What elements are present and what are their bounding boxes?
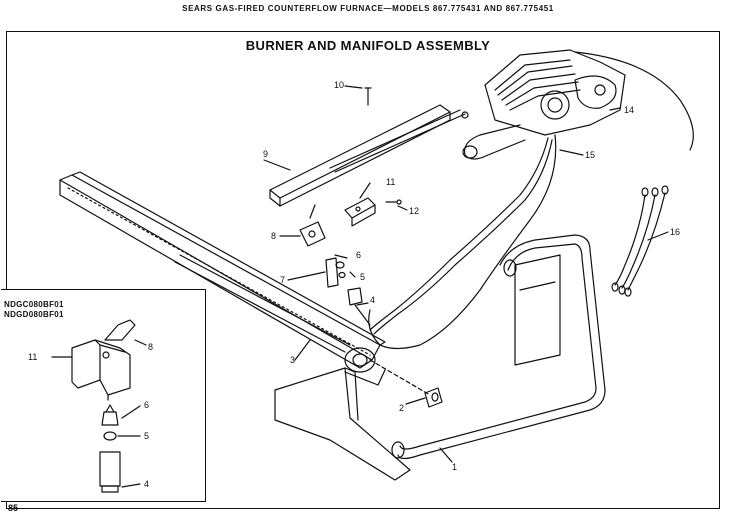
callout-12: 12	[409, 206, 419, 216]
diagram-frame	[6, 31, 720, 509]
inset-model-2: NDGD080BF01	[4, 310, 64, 319]
callout-1: 1	[452, 462, 457, 472]
callout-11: 11	[386, 177, 395, 187]
gas-valve	[462, 49, 626, 160]
inset-callout-8: 8	[148, 342, 153, 352]
diagram-title: BURNER AND MANIFOLD ASSEMBLY	[245, 38, 491, 53]
inset-model-1: NDGC080BF01	[4, 300, 64, 309]
inset-callout-5: 5	[144, 431, 149, 441]
manifold-pipe	[391, 234, 606, 460]
callout-7: 7	[280, 275, 285, 285]
callout-16: 16	[670, 227, 680, 237]
pilot-tubing	[369, 137, 549, 331]
callout-10: 10	[334, 80, 344, 90]
wiring-harness	[611, 185, 669, 297]
page-header: SEARS GAS-FIRED COUNTERFLOW FURNACE—MODE…	[182, 4, 554, 13]
pilot-parts	[299, 204, 371, 326]
inset-callout-4: 4	[144, 479, 149, 489]
callout-5: 5	[360, 272, 365, 282]
page-number: 85	[8, 503, 19, 513]
burner-bracket	[269, 104, 469, 207]
callout-4: 4	[370, 295, 375, 305]
callout-3: 3	[290, 355, 295, 365]
main-burner	[59, 171, 386, 386]
callout-6: 6	[356, 250, 361, 260]
callout-14: 14	[624, 105, 634, 115]
inset-panel	[1, 289, 206, 502]
callout-8: 8	[271, 231, 276, 241]
callout-9: 9	[263, 149, 268, 159]
burner-shield	[274, 367, 411, 481]
callout-15: 15	[585, 150, 595, 160]
inset-callout-6: 6	[144, 400, 149, 410]
callout-2: 2	[399, 403, 404, 413]
inset-callout-11: 11	[28, 352, 37, 362]
main-orifice	[424, 387, 443, 408]
